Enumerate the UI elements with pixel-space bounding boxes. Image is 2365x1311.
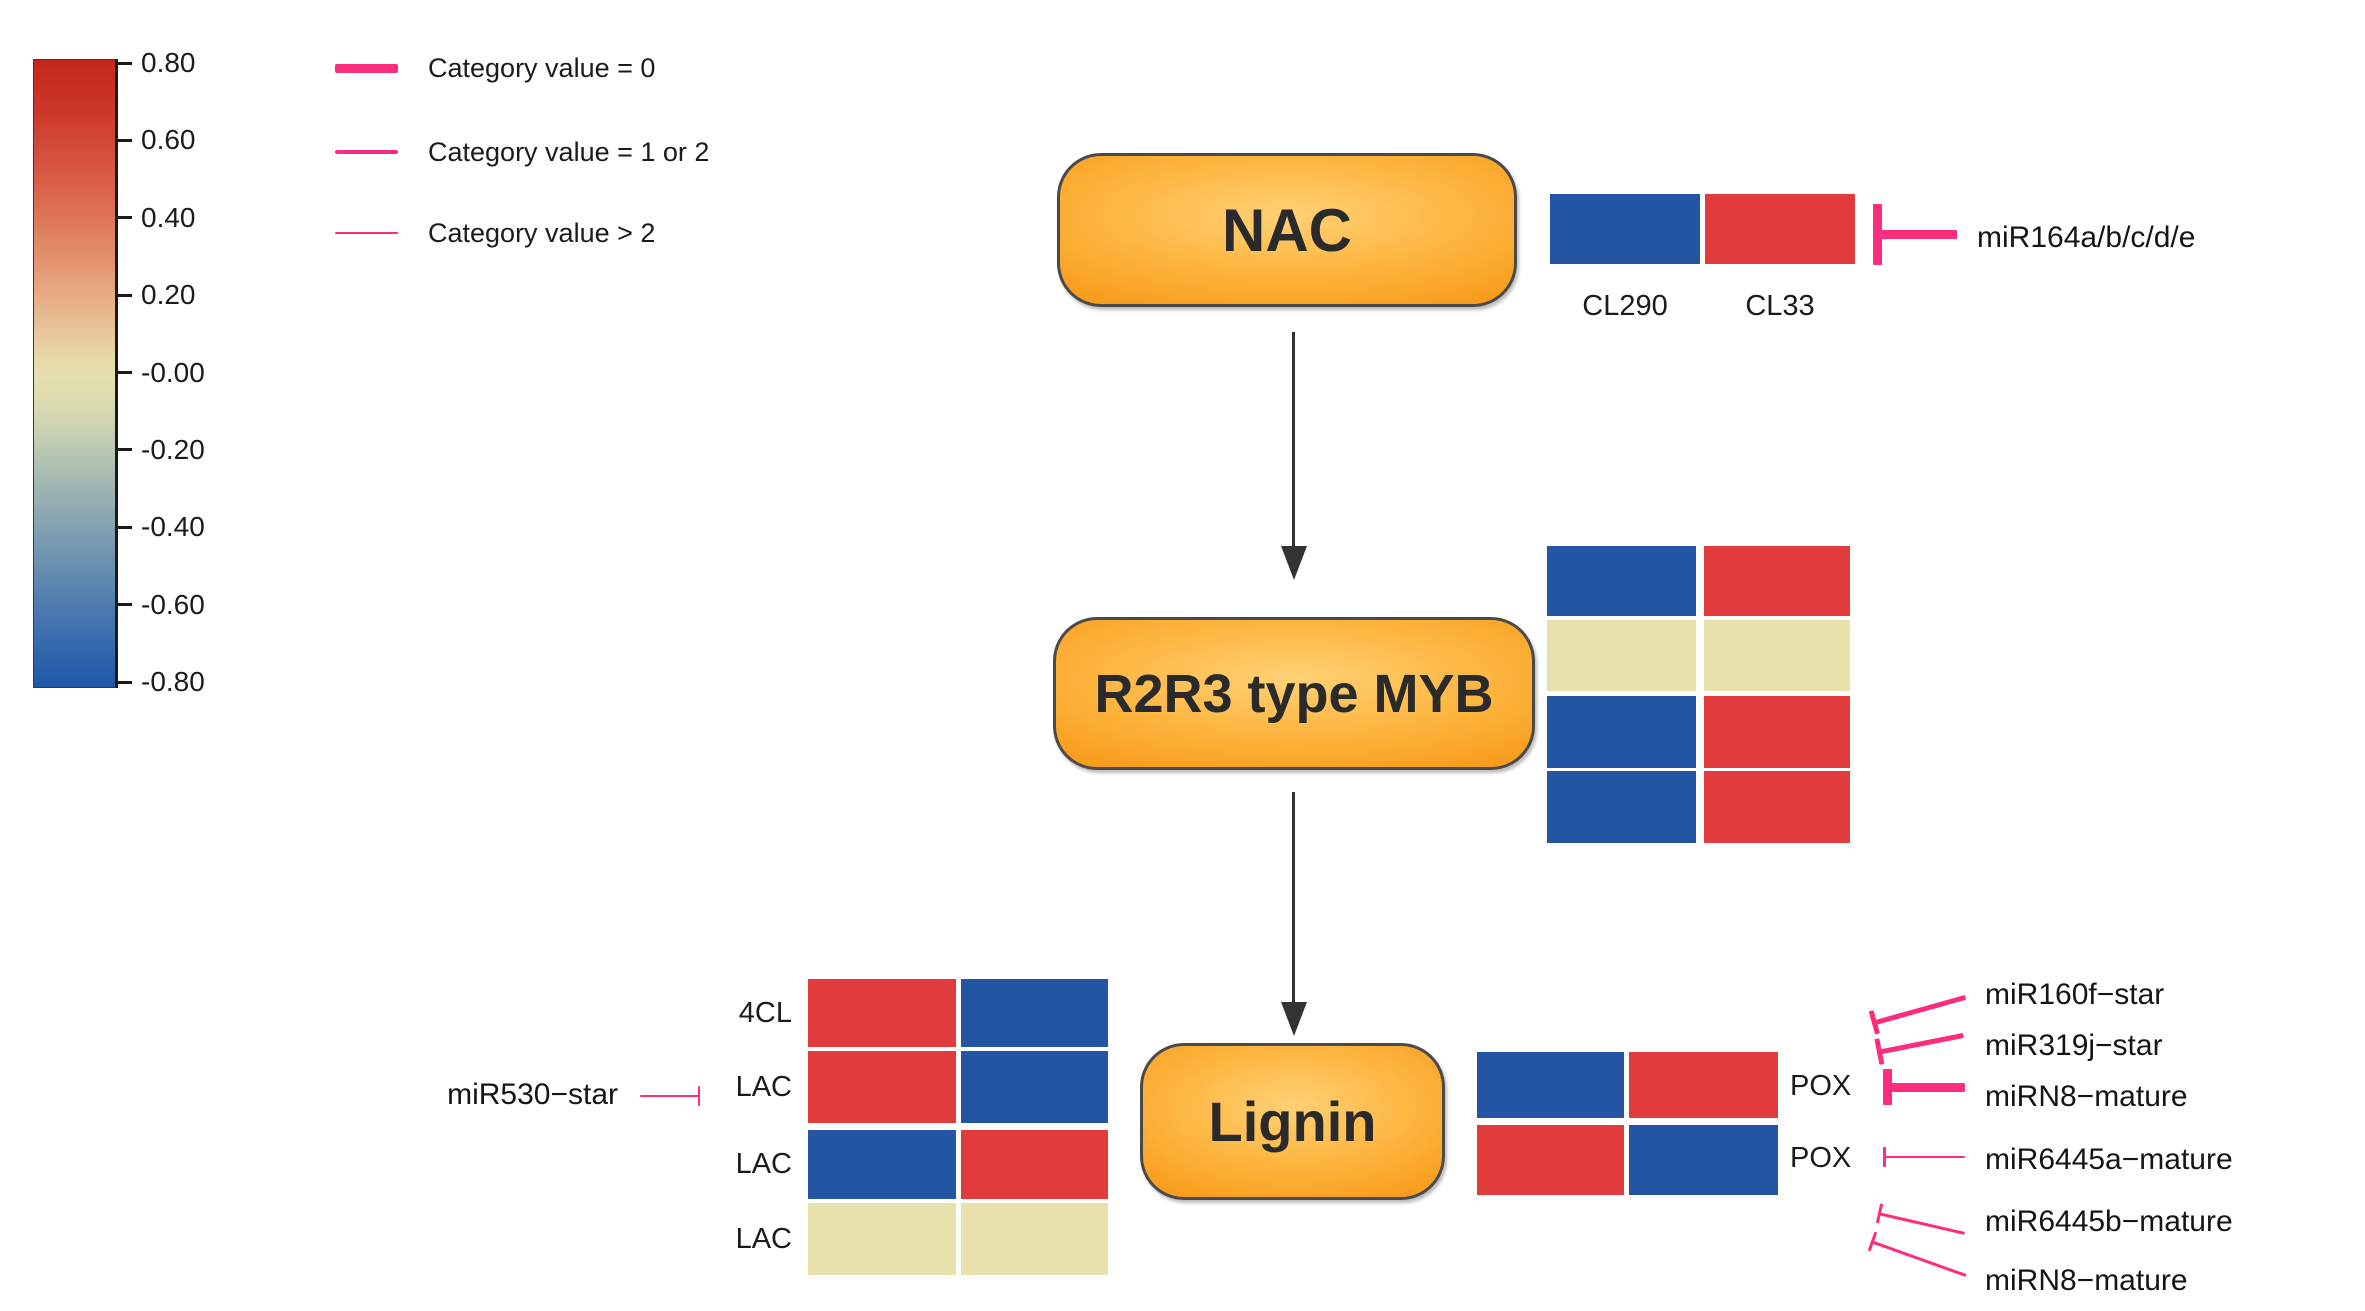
mir6445b-connector bbox=[1875, 1203, 1966, 1235]
lignin-left-heatmap-cell-r2c1-up bbox=[808, 1051, 956, 1123]
mirn8-2-connector-head bbox=[1867, 1231, 1877, 1252]
mirn8-1-label: miRN8−mature bbox=[1985, 1080, 2188, 1113]
legend-line-thick bbox=[335, 63, 398, 73]
lignin-left-heatmap-cell-r4c1-neutral bbox=[808, 1203, 956, 1275]
lignin-right-heatmap-cell-r1c2-up bbox=[1629, 1052, 1778, 1118]
nac-heatmap-label-cl33: CL33 bbox=[1745, 290, 1815, 322]
mir160f-label: miR160f−star bbox=[1985, 978, 2165, 1011]
arrow-nac-to-myb-head bbox=[1281, 546, 1307, 580]
mir6445b-label: miR6445b−mature bbox=[1985, 1205, 2233, 1238]
mirn8-1-connector-head bbox=[1883, 1069, 1892, 1105]
colorbar-label--0.40: -0.40 bbox=[141, 511, 205, 543]
legend-line-medium bbox=[335, 149, 398, 155]
colorbar-tick--0.40 bbox=[115, 525, 132, 529]
nac-heatmap-label-cl290: CL290 bbox=[1582, 290, 1668, 322]
mir319j-connector bbox=[1874, 1032, 1964, 1065]
lignin-left-heatmap-cell-r1c2-down bbox=[961, 979, 1108, 1047]
lignin-left-heatmap-cell-r3c1-down bbox=[808, 1130, 956, 1199]
colorbar-label-0.80: 0.80 bbox=[141, 47, 196, 78]
right-heatmap-label-pox-1: POX bbox=[1790, 1070, 1852, 1102]
mir6445a-connector bbox=[1883, 1147, 1965, 1167]
colorbar-label-0.20: 0.20 bbox=[141, 279, 196, 311]
mir6445a-connector-head bbox=[1883, 1147, 1886, 1167]
legend-label-category-1or2: Category value = 1 or 2 bbox=[428, 137, 710, 167]
mir6445a-label: miR6445a−mature bbox=[1985, 1143, 2233, 1176]
colorbar-tick--0.80 bbox=[115, 680, 132, 684]
lignin-node: Lignin bbox=[1140, 1043, 1445, 1200]
colorbar-label-0.40: 0.40 bbox=[141, 201, 196, 233]
nac-heatmap-cell-r1c2-up bbox=[1705, 194, 1855, 264]
lignin-left-heatmap-cell-r3c2-up bbox=[961, 1130, 1108, 1199]
lignin-node-label: Lignin bbox=[1208, 1090, 1377, 1153]
lignin-left-heatmap-cell-r4c2-neutral bbox=[961, 1203, 1108, 1275]
mir164-label: miR164a/b/c/d/e bbox=[1977, 221, 2196, 254]
mir530-connector-head bbox=[697, 1086, 700, 1106]
right-heatmap-label-pox-2: POX bbox=[1790, 1142, 1852, 1174]
myb-heatmap-cell-r3c1-down bbox=[1547, 696, 1696, 768]
myb-heatmap-cell-r1c2-up bbox=[1704, 546, 1850, 616]
mir530-label: miR530−star bbox=[447, 1078, 618, 1111]
mir164-connector-head bbox=[1873, 203, 1882, 265]
left-heatmap-label-lac-1: LAC bbox=[735, 1071, 792, 1103]
myb-heatmap-cell-r4c1-down bbox=[1547, 771, 1696, 843]
colorbar-tick--0.60 bbox=[115, 603, 132, 607]
nac-node: NAC bbox=[1057, 153, 1517, 307]
legend-label-category-gt2: Category value > 2 bbox=[428, 218, 656, 248]
mir160f-connector-head bbox=[1868, 1010, 1880, 1035]
mirn8-2-connector bbox=[1867, 1231, 1967, 1277]
mirn8-2-label: miRN8−mature bbox=[1985, 1264, 2188, 1297]
lignin-right-heatmap-cell-r2c1-up bbox=[1477, 1125, 1624, 1195]
mir319j-connector-head bbox=[1874, 1038, 1884, 1065]
left-heatmap-label-lac-2: LAC bbox=[735, 1148, 792, 1180]
colorbar-tick-0.20 bbox=[115, 293, 132, 297]
mirn8-1-connector bbox=[1883, 1069, 1965, 1105]
arrow-myb-to-lignin-head bbox=[1281, 1002, 1307, 1036]
colorbar-tick--0.00 bbox=[115, 371, 132, 374]
myb-heatmap-cell-r3c2-up bbox=[1704, 696, 1850, 768]
myb-heatmap-cell-r1c1-down bbox=[1547, 546, 1696, 616]
colorbar-tick--0.20 bbox=[115, 448, 132, 452]
myb-heatmap-cell-r2c2-neutral bbox=[1704, 620, 1850, 691]
lignin-right-heatmap-cell-r2c2-down bbox=[1629, 1125, 1778, 1195]
legend-line-thin bbox=[335, 231, 398, 235]
lignin-left-heatmap-cell-r2c2-down bbox=[961, 1051, 1108, 1123]
myb-heatmap-cell-r4c2-up bbox=[1704, 771, 1850, 843]
colorbar-tick-0.60 bbox=[115, 138, 132, 142]
arrow-myb-to-lignin-line bbox=[1292, 792, 1295, 1002]
mir160f-connector bbox=[1868, 994, 1966, 1035]
myb-node: R2R3 type MYB bbox=[1053, 617, 1535, 770]
mir164-connector bbox=[1873, 203, 1957, 265]
myb-heatmap-cell-r2c1-neutral bbox=[1547, 620, 1696, 691]
mir6445b-connector-head bbox=[1875, 1203, 1883, 1224]
colorbar-label--0.20: -0.20 bbox=[141, 433, 205, 465]
colorbar-label--0.60: -0.60 bbox=[141, 588, 205, 620]
lignin-right-heatmap-cell-r1c1-down bbox=[1477, 1052, 1624, 1118]
nac-node-label: NAC bbox=[1222, 196, 1352, 264]
left-heatmap-label-4cl: 4CL bbox=[738, 997, 792, 1029]
colorbar-tick-0.40 bbox=[115, 216, 132, 220]
colorbar-label-0.60: 0.60 bbox=[141, 124, 196, 156]
nac-heatmap-cell-r1c1-down bbox=[1550, 194, 1700, 264]
mir319j-label: miR319j−star bbox=[1985, 1029, 2163, 1062]
arrow-nac-to-myb-line bbox=[1292, 332, 1295, 546]
legend-label-category-0: Category value = 0 bbox=[428, 53, 656, 83]
colorbar-tick-0.80 bbox=[115, 61, 132, 65]
colorbar-label--0.00: -0.00 bbox=[141, 356, 205, 388]
myb-node-label: R2R3 type MYB bbox=[1094, 663, 1494, 724]
colorbar-label--0.80: -0.80 bbox=[141, 666, 205, 697]
mir530-connector bbox=[640, 1086, 700, 1106]
lignin-left-heatmap-cell-r1c1-up bbox=[808, 979, 956, 1047]
colorbar-gradient bbox=[33, 59, 117, 688]
left-heatmap-label-lac-3: LAC bbox=[735, 1223, 792, 1255]
